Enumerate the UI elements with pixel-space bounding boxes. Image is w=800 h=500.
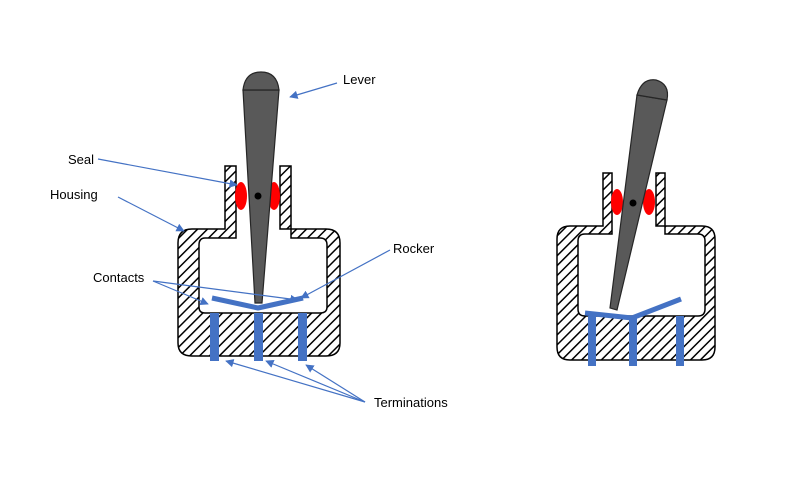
lever-knob-right: [636, 79, 669, 101]
termination-left-1: [210, 313, 219, 361]
termination-right-1: [588, 316, 596, 366]
arrow-terminations-1: [225, 359, 366, 403]
arrow-contacts-1: [152, 280, 209, 305]
arrow-seal: [97, 158, 238, 188]
label-rocker: Rocker: [393, 241, 435, 256]
label-housing: Housing: [50, 187, 98, 202]
label-lever: Lever: [343, 72, 376, 87]
pivot-right: [629, 199, 637, 207]
arrow-rocker: [300, 249, 391, 299]
termination-right-3: [676, 316, 684, 366]
termination-left-2: [254, 313, 263, 361]
switch-neutral: [177, 71, 341, 361]
label-contacts: Contacts: [93, 270, 145, 285]
seal-left-a: [235, 182, 247, 210]
arrow-contacts-2: [152, 280, 299, 304]
termination-left-3: [298, 313, 307, 361]
annotations: Lever Seal Housing Rocker Contacts Termi…: [50, 72, 448, 410]
label-terminations: Terminations: [374, 395, 448, 410]
arrow-terminations-2: [265, 360, 366, 403]
switch-toggled: [556, 79, 716, 366]
label-seal: Seal: [68, 152, 94, 167]
arrow-lever: [289, 82, 338, 99]
seal-right-a: [611, 189, 623, 215]
seal-right-b: [643, 189, 655, 215]
lever-knob-left: [242, 71, 280, 91]
arrow-terminations-3: [305, 364, 366, 403]
termination-right-2: [629, 316, 637, 366]
rocker-left: [211, 295, 304, 311]
pivot-left: [254, 192, 262, 200]
arrow-housing: [117, 196, 185, 232]
rocker-right: [584, 296, 682, 321]
